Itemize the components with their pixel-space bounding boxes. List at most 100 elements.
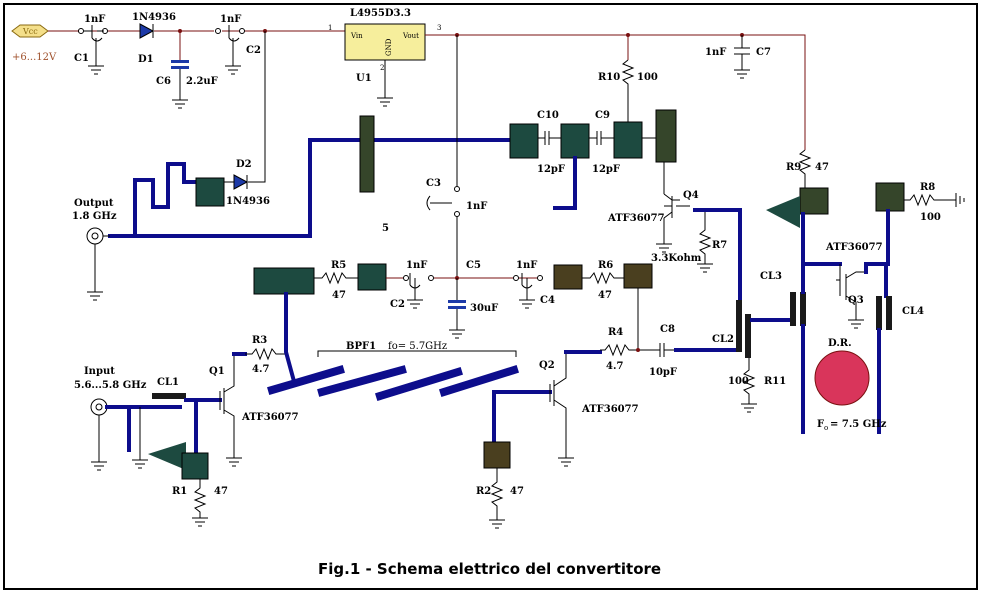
resistor-r4: R4 4.7	[600, 327, 650, 372]
svg-text:1nF: 1nF	[220, 14, 241, 25]
svg-text:R4: R4	[608, 327, 623, 338]
svg-text:ATF36077: ATF36077	[581, 404, 639, 415]
dielectric-resonator: D.R. F o = 7.5 GHz	[814, 338, 887, 432]
cl3-coupler-a	[790, 292, 796, 326]
svg-text:5.6...5.8 GHz: 5.6...5.8 GHz	[74, 380, 147, 391]
svg-text:C3: C3	[426, 178, 441, 189]
svg-text:1nF: 1nF	[84, 14, 105, 25]
pad-r9	[799, 187, 829, 215]
svg-text:F: F	[817, 419, 824, 430]
svg-text:ATF36077: ATF36077	[607, 213, 665, 224]
capacitor-c5: C5 30uF	[448, 260, 498, 339]
svg-text:Q3: Q3	[848, 295, 864, 306]
svg-text:100: 100	[637, 72, 658, 83]
capacitor-c8: C8 10pF	[649, 324, 677, 378]
svg-text:1: 1	[328, 24, 332, 32]
svg-text:1nF: 1nF	[406, 260, 427, 271]
svg-text:D1: D1	[138, 54, 154, 65]
pad-c9-right	[613, 121, 643, 159]
resistor-r10: R10 100	[598, 35, 658, 122]
svg-text:47: 47	[598, 290, 612, 301]
svg-text:C2: C2	[390, 299, 405, 310]
svg-text:ATF36077: ATF36077	[825, 242, 883, 253]
svg-text:Input: Input	[84, 366, 115, 377]
lo-radial-stub	[766, 196, 800, 228]
resistor-r8: R8 100	[904, 182, 965, 223]
svg-text:C7: C7	[756, 47, 771, 58]
svg-text:U1: U1	[356, 73, 372, 84]
pad-r6-right	[623, 263, 653, 289]
svg-text:Vout: Vout	[402, 32, 419, 40]
svg-text:1N4936: 1N4936	[132, 12, 176, 23]
svg-text:12pF: 12pF	[537, 164, 565, 175]
transistor-q2: Q2 ATF36077	[539, 352, 639, 467]
svg-text:1nF: 1nF	[516, 260, 537, 271]
svg-text:1nF: 1nF	[705, 47, 726, 58]
svg-text:10pF: 10pF	[649, 367, 677, 378]
svg-text:fo= 5.7GHz: fo= 5.7GHz	[388, 341, 447, 352]
pad-c10-right	[560, 123, 590, 159]
svg-text:R5: R5	[331, 260, 346, 271]
svg-text:R7: R7	[712, 240, 727, 251]
svg-text:4.7: 4.7	[252, 364, 269, 375]
svg-text:R9: R9	[786, 162, 801, 173]
capacitor-c1: 1nF C1	[74, 14, 108, 75]
regulator-u1: L4955D3.3 Vin Vout GND 1 3 2 U1	[328, 8, 441, 107]
svg-text:C8: C8	[660, 324, 675, 335]
svg-text:47: 47	[510, 486, 524, 497]
diode-d2: D2 1N4936	[226, 159, 270, 207]
vcc-tag-label: Vcc	[22, 27, 38, 36]
svg-text:Vin: Vin	[350, 32, 363, 40]
input-connector: Input 5.6...5.8 GHz	[74, 366, 147, 471]
figure-caption: Fig.1 - Schema elettrico del convertitor…	[318, 560, 661, 578]
svg-text:R1: R1	[172, 486, 187, 497]
svg-text:47: 47	[332, 290, 346, 301]
svg-text:o: o	[824, 424, 828, 432]
svg-text:D2: D2	[236, 159, 252, 170]
svg-text:Output: Output	[74, 198, 114, 209]
svg-text:47: 47	[214, 486, 228, 497]
node-5-label: 5	[382, 223, 389, 234]
svg-text:CL3: CL3	[760, 271, 782, 282]
svg-text:R2: R2	[476, 486, 491, 497]
svg-text:R11: R11	[764, 376, 786, 387]
q4-gate-line	[693, 208, 742, 314]
bandpass-filter-bpf1: BPF1 fo= 5.7GHz	[267, 341, 520, 401]
capacitor-c6: C6 2.2uF	[156, 31, 218, 109]
svg-text:= 7.5 GHz: = 7.5 GHz	[830, 419, 887, 430]
svg-text:L4955D3.3: L4955D3.3	[350, 8, 411, 19]
drain-stub-q4	[655, 109, 677, 163]
capacitor-c4: 1nF C4	[516, 260, 555, 309]
svg-text:2: 2	[380, 64, 384, 72]
output-line-main	[108, 138, 512, 238]
svg-text:D.R.: D.R.	[828, 338, 852, 349]
svg-text:12pF: 12pF	[592, 164, 620, 175]
resistor-r11: 100 R11	[728, 358, 786, 413]
svg-text:R3: R3	[252, 335, 267, 346]
svg-text:2.2uF: 2.2uF	[186, 76, 218, 87]
transistor-q3: Q3 ATF36077	[825, 242, 883, 329]
svg-text:C9: C9	[595, 110, 610, 121]
output-connector: Output 1.8 GHz	[72, 198, 117, 301]
capacitor-c3: C3 1nF	[426, 35, 487, 278]
resistor-r6: R6 47	[582, 260, 624, 301]
cl3-coupler-b	[800, 292, 806, 326]
svg-text:3.3Kohm: 3.3Kohm	[651, 253, 702, 264]
svg-text:30uF: 30uF	[470, 303, 498, 314]
d2-feed-wire	[248, 31, 266, 183]
svg-text:BPF1: BPF1	[346, 341, 376, 352]
svg-text:GND: GND	[385, 38, 393, 56]
transistor-q1: Q1 ATF36077	[209, 354, 299, 467]
pad-c10-left	[509, 123, 539, 159]
svg-text:Q1: Q1	[209, 366, 225, 377]
cl4-coupler-b	[886, 296, 892, 330]
cl4-coupler-a	[876, 296, 882, 330]
svg-text:C6: C6	[156, 76, 171, 87]
svg-text:C5: C5	[466, 260, 481, 271]
svg-text:C4: C4	[540, 295, 555, 306]
pad-r2	[483, 441, 511, 469]
schematic-frame	[3, 3, 978, 590]
capacitor-c2-mid: 1nF C2	[390, 260, 427, 310]
pad-r6-left	[553, 264, 583, 290]
